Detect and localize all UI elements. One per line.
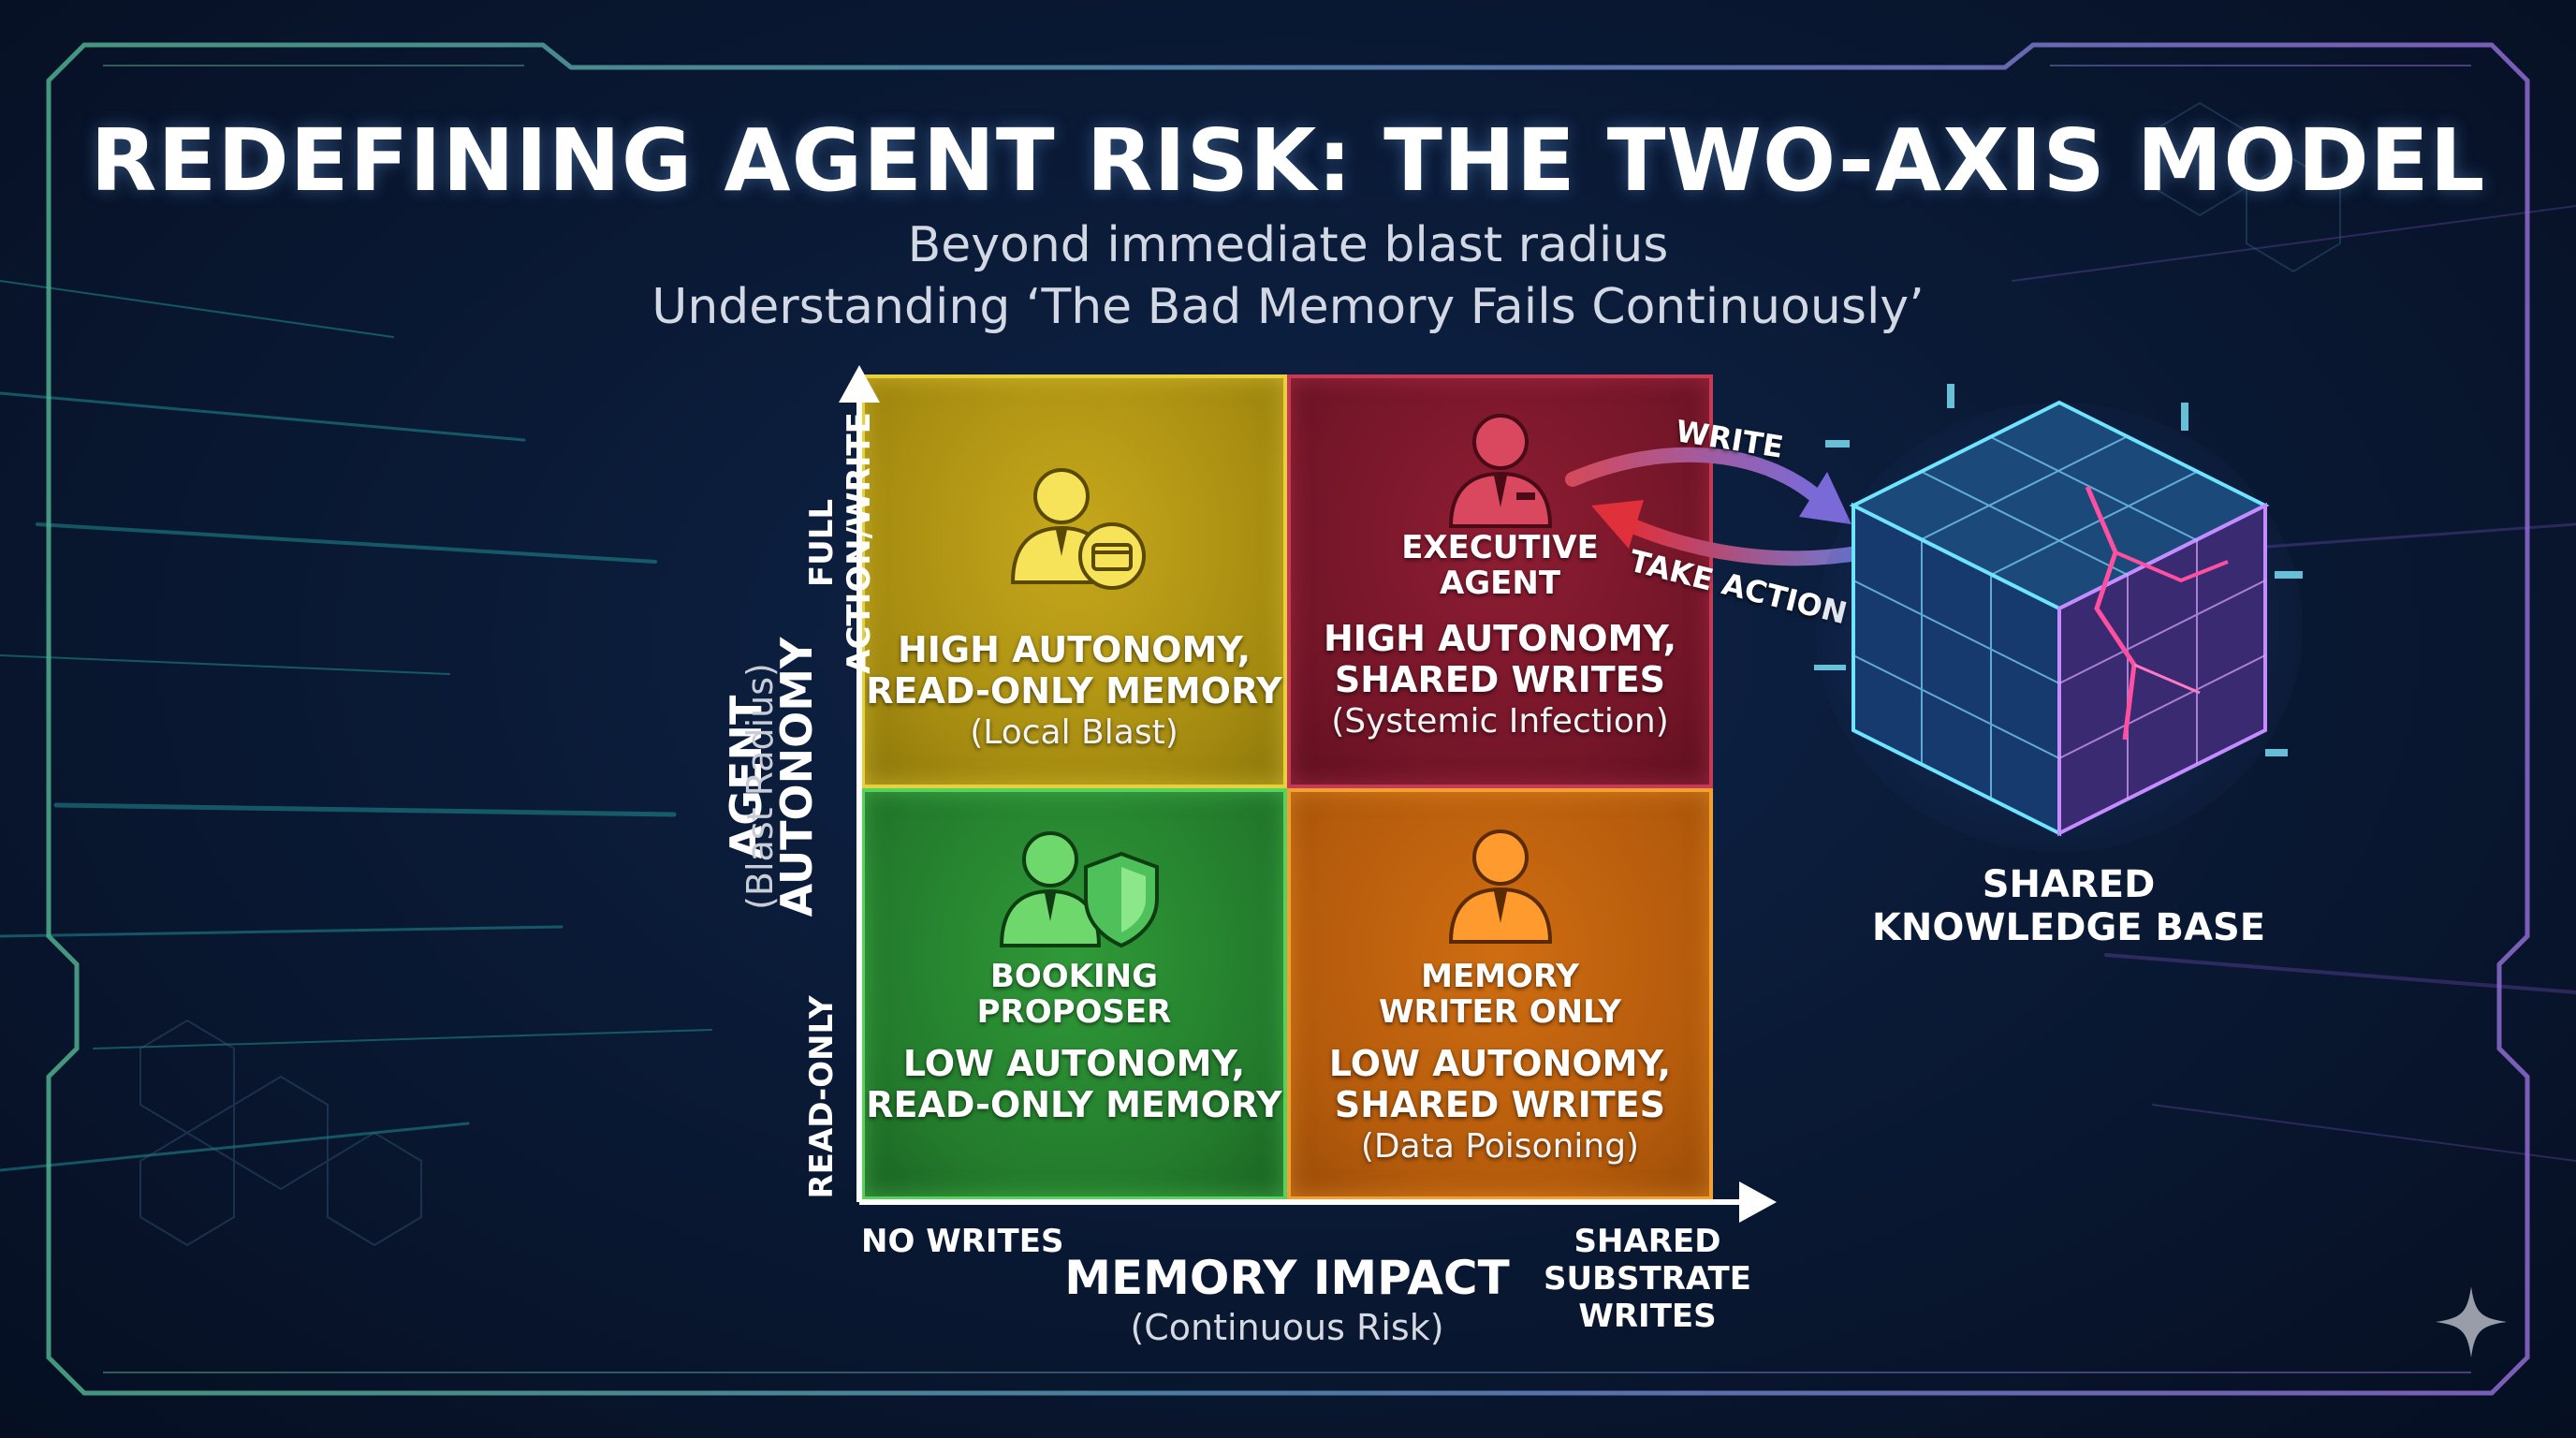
glitch-cube-icon <box>1814 384 2303 852</box>
knowledge-base-label-line: SHARED <box>1982 863 2156 906</box>
page-title: REDEFINING AGENT RISK: THE TWO-AXIS MODE… <box>90 110 2486 211</box>
role-name-line: MEMORY <box>1421 958 1579 995</box>
x-axis-left-label: NO WRITES <box>861 1223 1064 1260</box>
quadrant-low-autonomy-read-only: BOOKING PROPOSER LOW AUTONOMY, READ-ONLY… <box>861 788 1287 1200</box>
role-name-line: PROPOSER <box>976 993 1172 1031</box>
quadrant-label-line: READ-ONLY MEMORY <box>866 1084 1282 1125</box>
subtitle-secondary: Understanding ‘The Bad Memory Fails Cont… <box>651 279 1925 335</box>
knowledge-base-label-line: KNOWLEDGE BASE <box>1871 906 2266 949</box>
quadrant-label-line: SHARED WRITES <box>1334 1084 1666 1125</box>
x-axis-right-label-line: SUBSTRATE <box>1544 1260 1751 1298</box>
knowledge-base-label: SHARED KNOWLEDGE BASE <box>1863 863 2275 949</box>
quadrant-high-autonomy-shared-writes: EXECUTIVE AGENT HIGH AUTONOMY, SHARED WR… <box>1287 374 1713 788</box>
x-axis-right-label: SHARED SUBSTRATE WRITES <box>1516 1223 1778 1335</box>
quadrant-note: (Local Blast) <box>970 713 1178 752</box>
subtitle-primary: Beyond immediate blast radius <box>907 217 1669 273</box>
quadrant-label-line: HIGH AUTONOMY, <box>897 629 1251 670</box>
role-name-line: AGENT <box>1439 565 1561 602</box>
quadrant-high-autonomy-read-only: HIGH AUTONOMY, READ-ONLY MEMORY (Local B… <box>861 374 1287 788</box>
user-with-shield-icon <box>865 826 1283 961</box>
x-axis-right-label-line: SHARED <box>1573 1223 1721 1260</box>
role-name-line: EXECUTIVE <box>1401 529 1599 566</box>
x-axis-title: MEMORY IMPACT <box>1064 1251 1510 1305</box>
user-with-card-icon <box>865 462 1283 597</box>
x-axis-right-label-line: WRITES <box>1578 1298 1717 1335</box>
quadrant-note: (Systemic Infection) <box>1331 702 1669 741</box>
quadrant-label-line: HIGH AUTONOMY, <box>1323 618 1677 659</box>
user-icon <box>1291 826 1709 951</box>
quadrant-note: (Data Poisoning) <box>1360 1127 1640 1166</box>
role-name-line: WRITER ONLY <box>1378 993 1622 1031</box>
quadrant-label-line: READ-ONLY MEMORY <box>866 670 1282 712</box>
executive-user-icon <box>1291 410 1709 536</box>
quadrant-label-line: SHARED WRITES <box>1334 659 1666 700</box>
x-axis-subtitle: (Continuous Risk) <box>1130 1307 1444 1348</box>
quadrant-label-line: LOW AUTONOMY, <box>1328 1043 1672 1084</box>
quadrant-low-autonomy-shared-writes: MEMORY WRITER ONLY LOW AUTONOMY, SHARED … <box>1287 788 1713 1200</box>
role-name-line: BOOKING <box>989 958 1159 995</box>
quadrant-label-line: LOW AUTONOMY, <box>902 1043 1246 1084</box>
sparkle-icon <box>2436 1286 2507 1357</box>
